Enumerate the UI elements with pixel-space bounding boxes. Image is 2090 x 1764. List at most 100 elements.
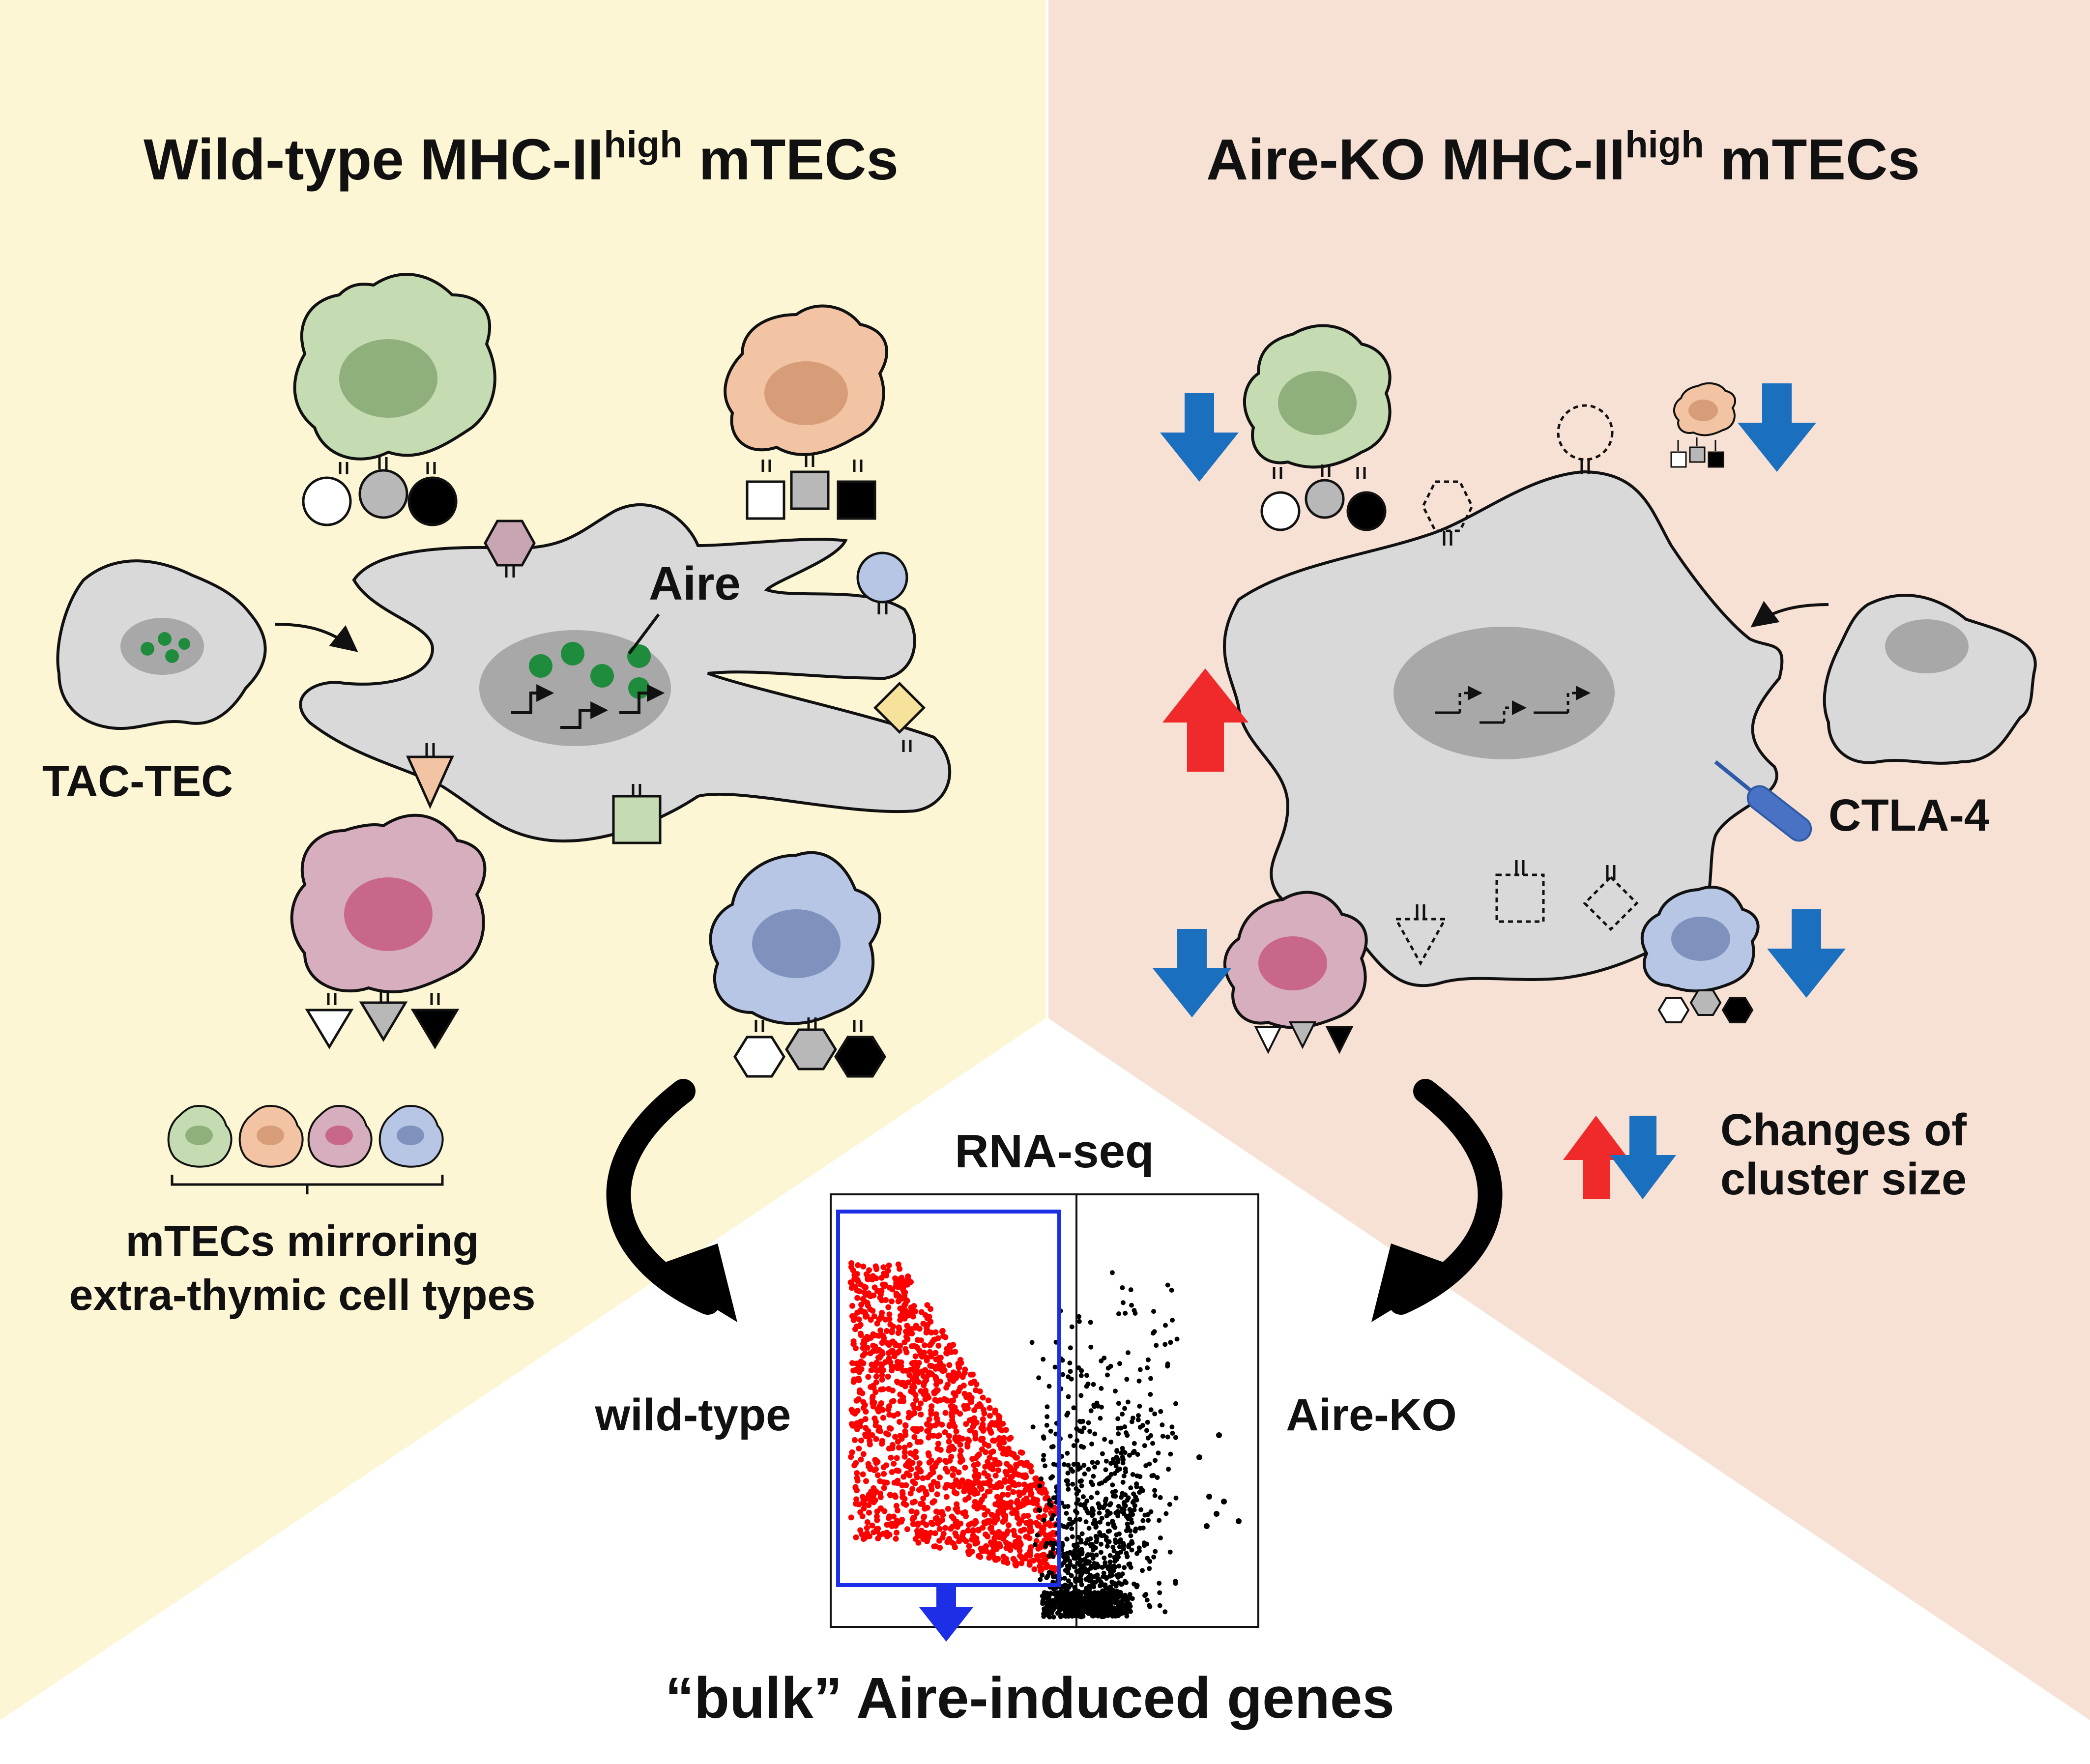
gene-point bbox=[1048, 1550, 1054, 1556]
induced-gene-point bbox=[996, 1418, 1002, 1424]
gene-point bbox=[1094, 1552, 1099, 1558]
gene-point bbox=[1089, 1506, 1095, 1511]
induced-gene-point bbox=[907, 1450, 914, 1456]
induced-gene-point bbox=[937, 1474, 943, 1480]
induced-gene-point bbox=[889, 1329, 895, 1335]
gene-point bbox=[1140, 1488, 1146, 1493]
gene-point bbox=[1151, 1554, 1157, 1560]
induced-gene-point bbox=[935, 1520, 941, 1527]
gene-point bbox=[1132, 1311, 1138, 1316]
induced-gene-point bbox=[923, 1532, 929, 1538]
gene-point bbox=[1115, 1509, 1121, 1514]
induced-gene-point bbox=[912, 1499, 918, 1505]
induced-gene-point bbox=[904, 1526, 910, 1533]
induced-gene-point bbox=[858, 1437, 864, 1444]
induced-gene-point bbox=[931, 1498, 937, 1504]
induced-gene-point bbox=[911, 1434, 918, 1440]
induced-gene-point bbox=[970, 1533, 976, 1539]
gene-point bbox=[1122, 1579, 1128, 1584]
induced-gene-point bbox=[870, 1307, 876, 1314]
gene-point bbox=[1169, 1424, 1175, 1430]
gene-point bbox=[1124, 1550, 1129, 1556]
induced-gene-point bbox=[933, 1381, 939, 1388]
induced-gene-point bbox=[862, 1416, 869, 1422]
gene-point bbox=[1068, 1582, 1074, 1588]
gene-point bbox=[1116, 1554, 1121, 1560]
gene-point bbox=[1154, 1343, 1159, 1348]
induced-gene-point bbox=[1002, 1469, 1009, 1475]
induced-gene-point bbox=[968, 1394, 975, 1401]
legend-line1: Changes of bbox=[1720, 1105, 1967, 1155]
gene-point bbox=[1075, 1467, 1081, 1472]
induced-gene-point bbox=[879, 1372, 885, 1378]
induced-gene-point bbox=[918, 1388, 924, 1394]
induced-gene-point bbox=[880, 1386, 886, 1392]
gene-point bbox=[1103, 1575, 1108, 1580]
induced-gene-point bbox=[925, 1450, 931, 1456]
induced-gene-point bbox=[862, 1299, 868, 1305]
induced-gene-point bbox=[936, 1526, 943, 1532]
induced-gene-point bbox=[1016, 1481, 1022, 1488]
gene-point bbox=[1071, 1462, 1076, 1467]
induced-gene-point bbox=[867, 1438, 873, 1444]
gene-point bbox=[1051, 1513, 1056, 1518]
gene-point bbox=[1119, 1600, 1125, 1605]
gene-point bbox=[1079, 1531, 1085, 1536]
induced-gene-point bbox=[940, 1512, 946, 1518]
gene-point bbox=[1103, 1467, 1108, 1473]
induced-gene-point bbox=[997, 1482, 1003, 1488]
gene-point bbox=[1082, 1557, 1088, 1562]
induced-gene-point bbox=[853, 1501, 859, 1507]
induced-gene-point bbox=[918, 1528, 925, 1534]
induced-gene-point bbox=[880, 1367, 886, 1373]
induced-gene-point bbox=[900, 1394, 906, 1400]
gene-point bbox=[1103, 1498, 1108, 1504]
induced-gene-point bbox=[949, 1539, 955, 1545]
induced-gene-point bbox=[979, 1548, 985, 1555]
orange-ko-cell bbox=[1670, 382, 1736, 468]
gene-point bbox=[1052, 1540, 1057, 1546]
induced-gene-point bbox=[965, 1495, 972, 1501]
induced-gene-point bbox=[936, 1537, 942, 1544]
gene-point bbox=[1045, 1596, 1051, 1602]
induced-gene-point bbox=[928, 1354, 934, 1359]
gene-point bbox=[1067, 1591, 1072, 1596]
gene-point bbox=[1069, 1324, 1074, 1330]
induced-gene-point bbox=[886, 1412, 893, 1418]
induced-gene-point bbox=[1024, 1533, 1031, 1540]
induced-gene-point bbox=[996, 1442, 1003, 1448]
induced-gene-point bbox=[990, 1539, 996, 1546]
induced-gene-point bbox=[917, 1439, 924, 1445]
induced-gene-point bbox=[942, 1410, 949, 1416]
induced-gene-point bbox=[889, 1523, 895, 1529]
induced-gene-point bbox=[949, 1372, 955, 1379]
gene-point bbox=[1089, 1441, 1095, 1446]
gene-point bbox=[1071, 1443, 1076, 1448]
induced-gene-point bbox=[980, 1425, 986, 1431]
induced-gene-point bbox=[910, 1402, 916, 1408]
gene-point bbox=[1116, 1572, 1121, 1577]
gene-point bbox=[1045, 1414, 1050, 1419]
gene-point bbox=[1040, 1598, 1045, 1604]
gene-point bbox=[1093, 1525, 1099, 1530]
induced-gene-point bbox=[981, 1493, 987, 1499]
gene-point bbox=[1098, 1611, 1103, 1616]
induced-gene-point bbox=[934, 1446, 941, 1452]
gene-point bbox=[1071, 1405, 1076, 1411]
gene-point bbox=[1075, 1578, 1080, 1583]
gene-point bbox=[1082, 1471, 1087, 1476]
induced-gene-point bbox=[866, 1267, 872, 1273]
induced-gene-point bbox=[850, 1267, 856, 1273]
induced-gene-point bbox=[920, 1495, 927, 1502]
induced-gene-point bbox=[943, 1385, 950, 1391]
gene-point bbox=[1090, 1460, 1095, 1465]
induced-gene-point bbox=[848, 1514, 854, 1521]
induced-gene-point bbox=[989, 1529, 995, 1535]
induced-gene-point bbox=[888, 1454, 894, 1461]
induced-gene-point bbox=[860, 1405, 867, 1411]
gene-point bbox=[1084, 1607, 1089, 1613]
gene-point bbox=[1074, 1555, 1079, 1561]
induced-gene-point bbox=[920, 1501, 926, 1507]
induced-gene-point bbox=[955, 1524, 960, 1530]
gene-point bbox=[1088, 1408, 1094, 1414]
